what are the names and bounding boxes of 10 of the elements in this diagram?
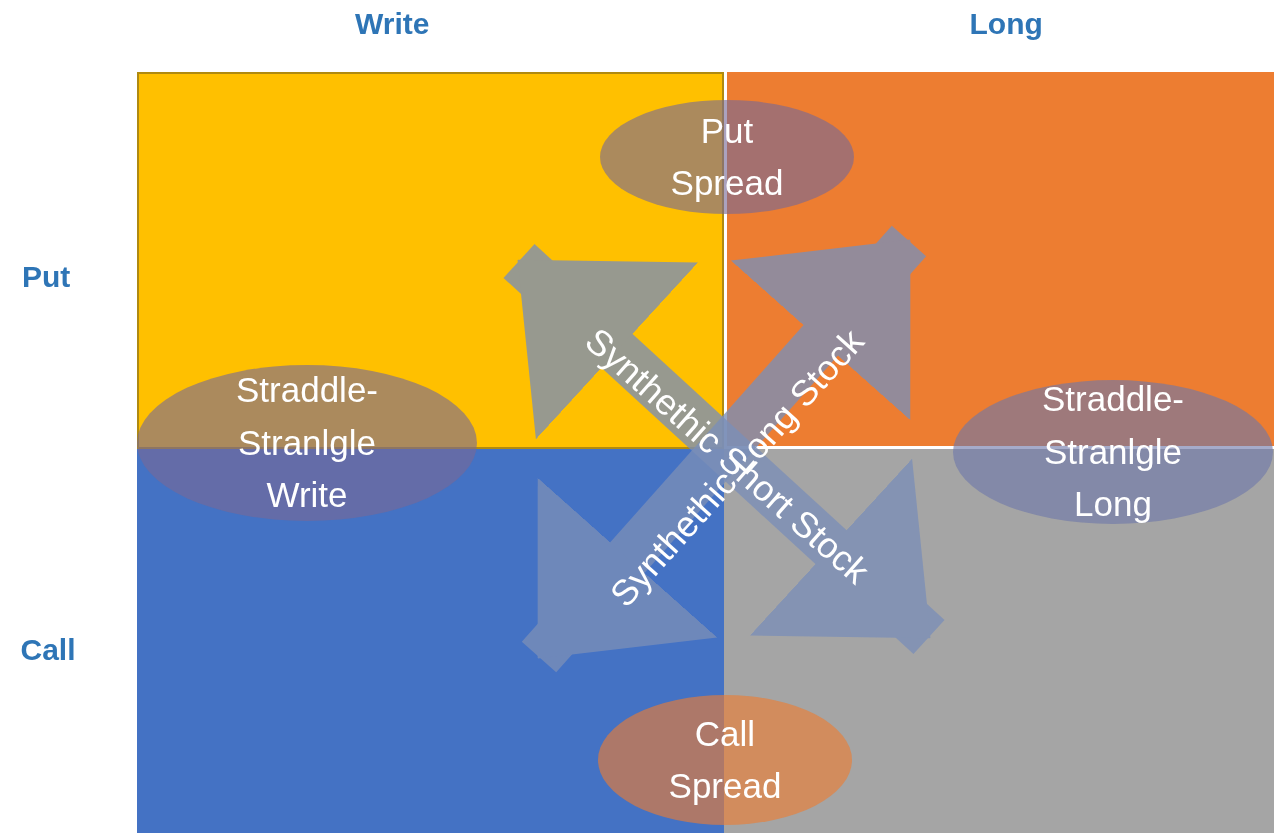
double-block-arrow [521, 225, 927, 673]
strategy-label: Put Spread [669, 109, 785, 204]
strategy-label: Call Spread [667, 712, 783, 807]
double-block-arrow [503, 244, 945, 654]
strategy-label: Straddle- Stranlgle Write [235, 369, 379, 517]
column-header: Write [355, 7, 430, 41]
strategy-label: Straddle- Stranlgle Long [1041, 378, 1185, 526]
row-header: Call [20, 633, 76, 667]
row-header: Put [22, 260, 71, 294]
column-header: Long [969, 7, 1043, 41]
